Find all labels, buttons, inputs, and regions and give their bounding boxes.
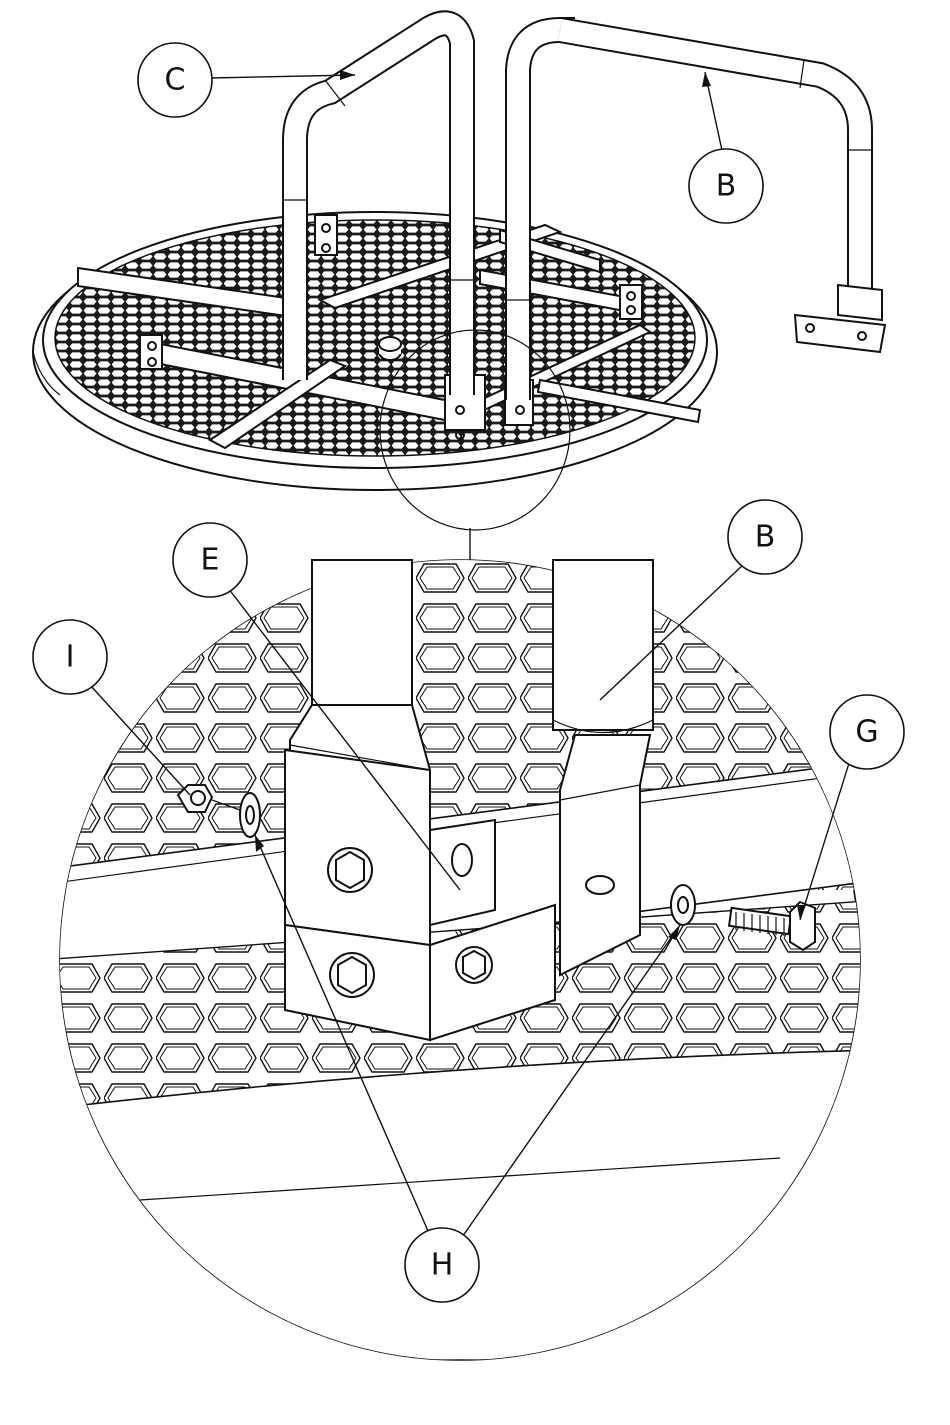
callout-h-label: H: [431, 1248, 454, 1283]
bolt-head-side: [456, 947, 492, 983]
callout-e: E: [173, 523, 247, 597]
callout-c: C: [138, 43, 212, 117]
callout-g: G: [830, 695, 904, 769]
callout-b-detail-label: B: [755, 520, 776, 555]
bolt-head-upper: [328, 848, 372, 892]
washer-h-left: [240, 793, 260, 837]
tube-b: [553, 560, 653, 975]
callout-i: I: [33, 620, 107, 694]
callout-i-label: I: [66, 640, 75, 675]
callout-e-label: E: [201, 543, 220, 578]
callout-h: H: [405, 1228, 479, 1302]
handle-b-foot-plate: [795, 315, 885, 352]
table-edge: [40, 1050, 880, 1360]
callout-g-label: G: [855, 715, 878, 750]
callout-b-top: B: [689, 149, 763, 223]
callout-b-detail: B: [728, 500, 802, 574]
bracket-back: [315, 215, 337, 255]
tube-e-bracket: [430, 820, 495, 925]
callout-b-top-label: B: [716, 169, 737, 204]
washer-h-right: [671, 885, 695, 925]
bolt-head-lower: [330, 953, 374, 997]
bracket-left: [140, 335, 162, 369]
callout-c-label: C: [165, 63, 186, 98]
